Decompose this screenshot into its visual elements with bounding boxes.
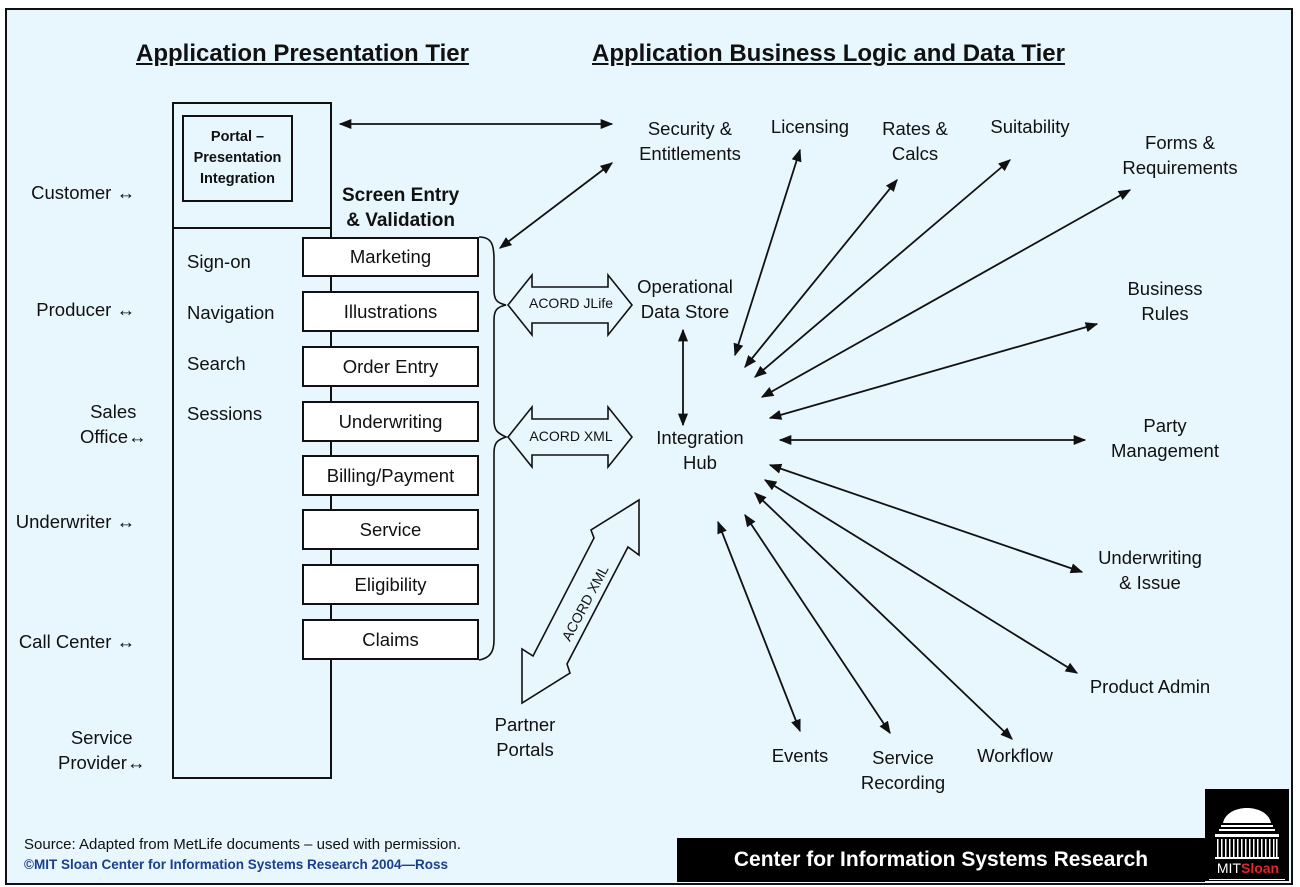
source-note: Source: Adapted from MetLife documents –… bbox=[24, 836, 461, 853]
channel-customer: Customer ↔ bbox=[31, 182, 135, 203]
arrow-hub-product-admin bbox=[763, 479, 1079, 674]
service-forms-requirements: Forms &Requirements bbox=[1122, 132, 1238, 178]
bidirectional-arrow-icon: ↔ bbox=[111, 511, 135, 532]
service-workflow: Workflow bbox=[977, 745, 1053, 766]
portal-outer-box bbox=[172, 102, 332, 229]
service-underwriting-issue: Underwriting& Issue bbox=[1098, 547, 1202, 593]
service-licensing: Licensing bbox=[770, 116, 850, 137]
service-events: Events bbox=[771, 745, 829, 766]
module-claims: Claims bbox=[302, 619, 479, 660]
portal-function-sessions: Sessions bbox=[187, 403, 263, 424]
diagram-frame bbox=[5, 8, 1293, 885]
header-business-tier: Application Business Logic and Data Tier bbox=[592, 40, 1065, 67]
module-billing-payment: Billing/Payment bbox=[302, 455, 479, 496]
acord-partner-arrow bbox=[521, 498, 640, 705]
bidirectional-arrow-icon: ↔ bbox=[111, 182, 135, 203]
portal-label-line: Integration bbox=[200, 171, 275, 187]
module-illustrations: Illustrations bbox=[302, 291, 479, 332]
channel-underwriter: Underwriter ↔ bbox=[15, 511, 135, 532]
portal-function-search: Search bbox=[187, 353, 246, 374]
cisr-banner: Center for Information Systems Research bbox=[677, 838, 1205, 882]
portal-functions-box bbox=[172, 228, 332, 779]
portal-label-line: Presentation bbox=[193, 150, 282, 166]
brace-jlife bbox=[478, 236, 507, 345]
channel-call-center: Call Center ↔ bbox=[18, 631, 135, 652]
module-underwriting: Underwriting bbox=[302, 401, 479, 442]
mit-sloan-wordmark: MITSloan bbox=[1216, 860, 1280, 876]
service-product-admin: Product Admin bbox=[1089, 676, 1211, 697]
arrow-hub-service-recording bbox=[744, 513, 891, 735]
bidirectional-arrow-icon: ↔ bbox=[127, 426, 147, 447]
screen-entry-title-line: & Validation bbox=[346, 210, 455, 231]
arrow-hub-workflow bbox=[754, 492, 1013, 740]
module-eligibility: Eligibility bbox=[302, 564, 479, 605]
acord-jlife-label: ACORD JLife bbox=[528, 295, 614, 311]
brace-xml bbox=[478, 345, 509, 661]
screen-entry-title-line: Screen Entry bbox=[342, 185, 460, 206]
service-rates-calcs: Rates &Calcs bbox=[882, 118, 948, 164]
mit-sloan-logo: MITSloan bbox=[1205, 789, 1289, 881]
acord-xml-label: ACORD XML bbox=[529, 428, 613, 444]
portal-presentation-integration-box: Portal – Presentation Integration bbox=[182, 115, 293, 202]
arrow-hub-underwriting-issue bbox=[768, 463, 1084, 574]
arrow-hub-suitability bbox=[754, 159, 1011, 378]
service-suitability: Suitability bbox=[990, 116, 1070, 137]
dome-building-icon bbox=[1209, 808, 1285, 880]
arrow-hub-business-rules bbox=[768, 322, 1099, 420]
header-presentation-tier: Application Presentation Tier bbox=[136, 40, 469, 67]
service-security-entitlements: Security &Entitlements bbox=[639, 118, 741, 164]
portal-label-line: Portal – bbox=[210, 129, 265, 145]
module-order-entry: Order Entry bbox=[302, 346, 479, 387]
acord-xml-arrow bbox=[506, 404, 634, 470]
arrow-hub-forms bbox=[760, 189, 1132, 398]
module-service: Service bbox=[302, 509, 479, 550]
bidirectional-arrow-icon: ↔ bbox=[111, 631, 135, 652]
portal-function-navigation: Navigation bbox=[187, 302, 275, 323]
module-marketing: Marketing bbox=[302, 237, 479, 277]
copyright-note: ©MIT Sloan Center for Information System… bbox=[24, 857, 449, 872]
screen-entry-title: Screen Entry & Validation bbox=[342, 183, 459, 233]
channel-producer: Producer ↔ bbox=[36, 299, 135, 320]
arrow-hub-events bbox=[717, 520, 801, 733]
arrow-hub-rates bbox=[744, 179, 898, 368]
arrow-brace-to-security bbox=[498, 162, 614, 249]
portal-function-sign-on: Sign-on bbox=[187, 251, 251, 272]
bidirectional-arrow-icon: ↔ bbox=[111, 299, 135, 320]
arrow-hub-licensing bbox=[733, 148, 802, 357]
acord-jlife-arrow bbox=[506, 272, 634, 338]
bidirectional-arrow-icon: ↔ bbox=[126, 752, 146, 773]
